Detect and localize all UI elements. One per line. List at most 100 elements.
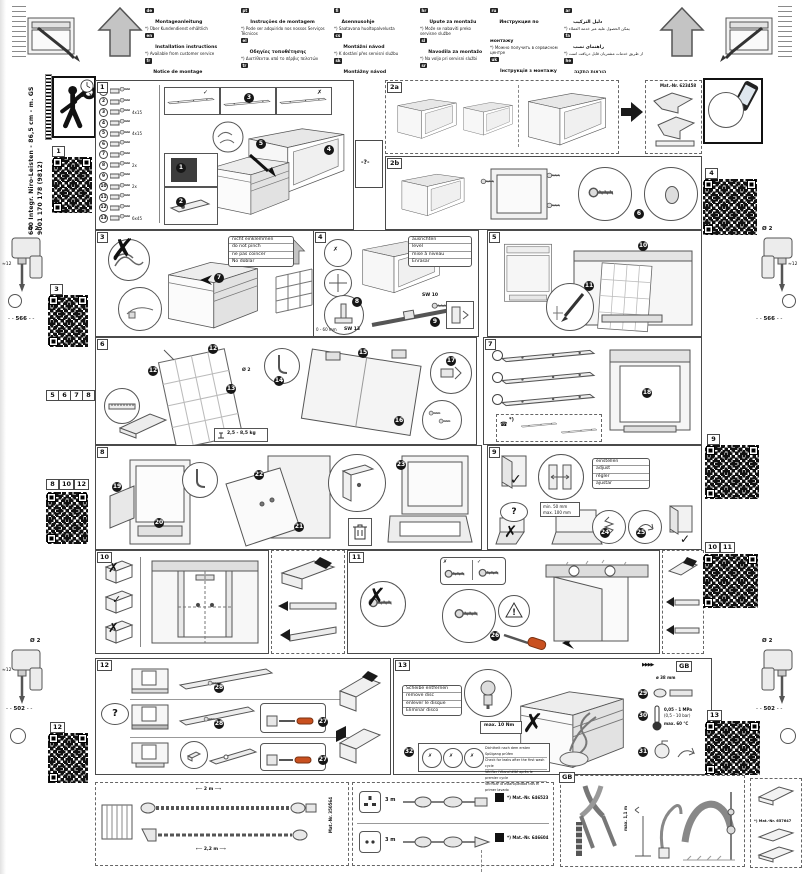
cord-divider — [357, 823, 549, 824]
language-entry: elΟδηγίες τοποθέτησης*) Διατίθενται από … — [241, 37, 331, 62]
part-number: 8 — [99, 160, 108, 170]
tap-hands-icons — [654, 740, 696, 759]
check-mark: ✓ — [477, 559, 482, 565]
divider — [140, 557, 141, 647]
part-row: 11 — [99, 192, 157, 203]
step-2a-box: 2a — [385, 80, 619, 154]
rail-corner-sketch — [667, 557, 699, 576]
language-title: Notice de montage — [153, 70, 203, 74]
right-gap-circle — [324, 269, 352, 297]
language-title: Upute za montažu — [429, 20, 477, 25]
dim-566-label: - - 566 - - — [8, 316, 35, 322]
strip-sketch — [279, 97, 327, 105]
level-note: ausrichten level mise à niveau Enrasar — [408, 236, 472, 267]
part-icon — [110, 172, 130, 179]
callout-18: 18 — [642, 388, 652, 398]
service-asterisk: *) — [509, 417, 514, 423]
gap-max: max. 100 mm — [543, 510, 571, 515]
product-line-2: 9001 170 178 (9812) — [37, 161, 44, 235]
callout-15: 15 — [358, 348, 368, 358]
spindle-sketch — [371, 302, 457, 327]
door-weight-value: 2,5 - 8,5 kg — [227, 431, 256, 436]
panel-sketch-2 — [757, 828, 795, 842]
language-code-badge: fa — [564, 33, 572, 39]
strip-bad-minibox: ✗ — [276, 87, 332, 115]
step-13-box: 13 ▶▶▶▶ GB Scheibe entfernen remove disc… — [393, 658, 712, 792]
language-entry: arدليل التركيب*) يمكن الحصول عليه عبر خد… — [564, 8, 652, 32]
part-icon — [110, 97, 130, 105]
screws-trio-icon — [428, 410, 451, 424]
variant-3-rail — [208, 748, 258, 765]
step-1-main-diagram — [211, 121, 345, 215]
part-qty-label: 4x15 — [132, 109, 143, 115]
cross-mark: ✗ — [333, 246, 339, 253]
scan-qr-phone-box — [703, 78, 763, 144]
big-cross-mark: ✗ — [366, 583, 387, 611]
cross-mark: ✗ — [317, 89, 323, 96]
hose-kit-mat-number: Mat.-Nr. 350564 — [328, 797, 333, 834]
callout-4: 4 — [324, 145, 334, 155]
language-entry: deMontageanleitung*) Über Kundendienst e… — [145, 8, 238, 32]
detail-circle-hole — [644, 167, 698, 221]
step-7-number: 7 — [485, 339, 496, 350]
push-arrow — [200, 275, 212, 285]
socket-icon-eu — [359, 831, 381, 853]
cabinet-sketch — [401, 173, 465, 216]
screwdriver-icon — [503, 633, 547, 650]
language-note: *) Pode ser adquirido nos nossos Serviço… — [241, 26, 325, 36]
temp-spec: max. 60 °C — [664, 721, 689, 726]
note-en: do not pinch — [229, 243, 293, 250]
niro-strip-3 — [501, 393, 595, 407]
leak-icon-1: ✗ — [422, 748, 442, 768]
part-number: 9 — [99, 171, 108, 181]
hoses-sketch — [114, 253, 144, 267]
part-number: 3 — [99, 107, 108, 117]
note-de: einstellen — [596, 459, 619, 464]
note-en: adjust — [593, 465, 649, 472]
press-door-icon — [451, 306, 469, 324]
callout-5: 5 — [256, 139, 266, 149]
part-row: 8 2x — [99, 160, 157, 171]
note-de: Scheibe entfernen — [406, 686, 449, 691]
part-icon — [110, 161, 130, 168]
leak-icon-2: ✗ — [443, 748, 463, 768]
language-code-badge: hr — [420, 8, 428, 14]
thermometer-icon — [652, 705, 662, 731]
step-3-box: 3 ✗ 7 nicht einklemmen do not pinch ne p… — [95, 230, 325, 337]
callout-26: 26 — [490, 631, 500, 641]
part-mat-number: Mat.-Nr. 623458 — [660, 83, 697, 88]
drill-depth-label-right: ≈12 — [788, 262, 798, 267]
tap-detail-circle — [464, 669, 512, 717]
niro-strip-1 — [501, 349, 595, 363]
feet-detail-circle — [118, 287, 162, 331]
part-row: 2 — [99, 97, 157, 108]
part-row: 6 — [99, 139, 157, 150]
flange-icon-right — [782, 294, 796, 308]
language-entry: heהוראות התקנה*) ניתן להשיג דרך שירות הל… — [564, 58, 652, 74]
dim-566-label-right: - - 566 - - — [756, 316, 783, 322]
panel-sketch-3 — [757, 846, 795, 863]
ruler-icon — [108, 403, 136, 410]
language-code-badge: de — [145, 8, 154, 14]
language-column-3: fiAsennusohje*) Saatavana huoltopalvelus… — [334, 8, 418, 74]
part-qty-label: 6x45 — [132, 215, 143, 221]
help-label: -?- — [361, 159, 370, 166]
hose-extension-kit-box: ⟵ 2 m ⟶ ⟵ 2,2 m ⟶ Mat.-Nr. 350564 — [95, 782, 349, 866]
hoses-detail-circle — [108, 239, 150, 281]
pencil-icon — [553, 293, 585, 322]
parts-divider — [159, 85, 160, 223]
rail-screwdriver-sketch — [266, 715, 314, 727]
step-ref-8: 8 — [82, 390, 95, 401]
language-entry: ruИнструкция по монтажу*) Можно получить… — [490, 8, 562, 55]
screw-ok-icon — [478, 568, 500, 578]
step-9-box: 9 ✓ ? min. 50 mm max. 100 mm einstellen … — [487, 445, 702, 550]
drill-icon — [10, 236, 44, 294]
product-code-vertical: 640 Integr. Niro-Leisten - 86,5 cm - m. … — [27, 80, 45, 235]
corner-detail-circle — [328, 454, 386, 512]
cross: ✗ — [470, 753, 475, 759]
language-code-badge: sk — [334, 58, 343, 64]
hose-clamp-icons — [653, 688, 693, 698]
part-icon — [110, 203, 130, 211]
sw13-label: SW 13 — [344, 327, 361, 332]
cord-length-1: 3 m — [385, 797, 396, 803]
